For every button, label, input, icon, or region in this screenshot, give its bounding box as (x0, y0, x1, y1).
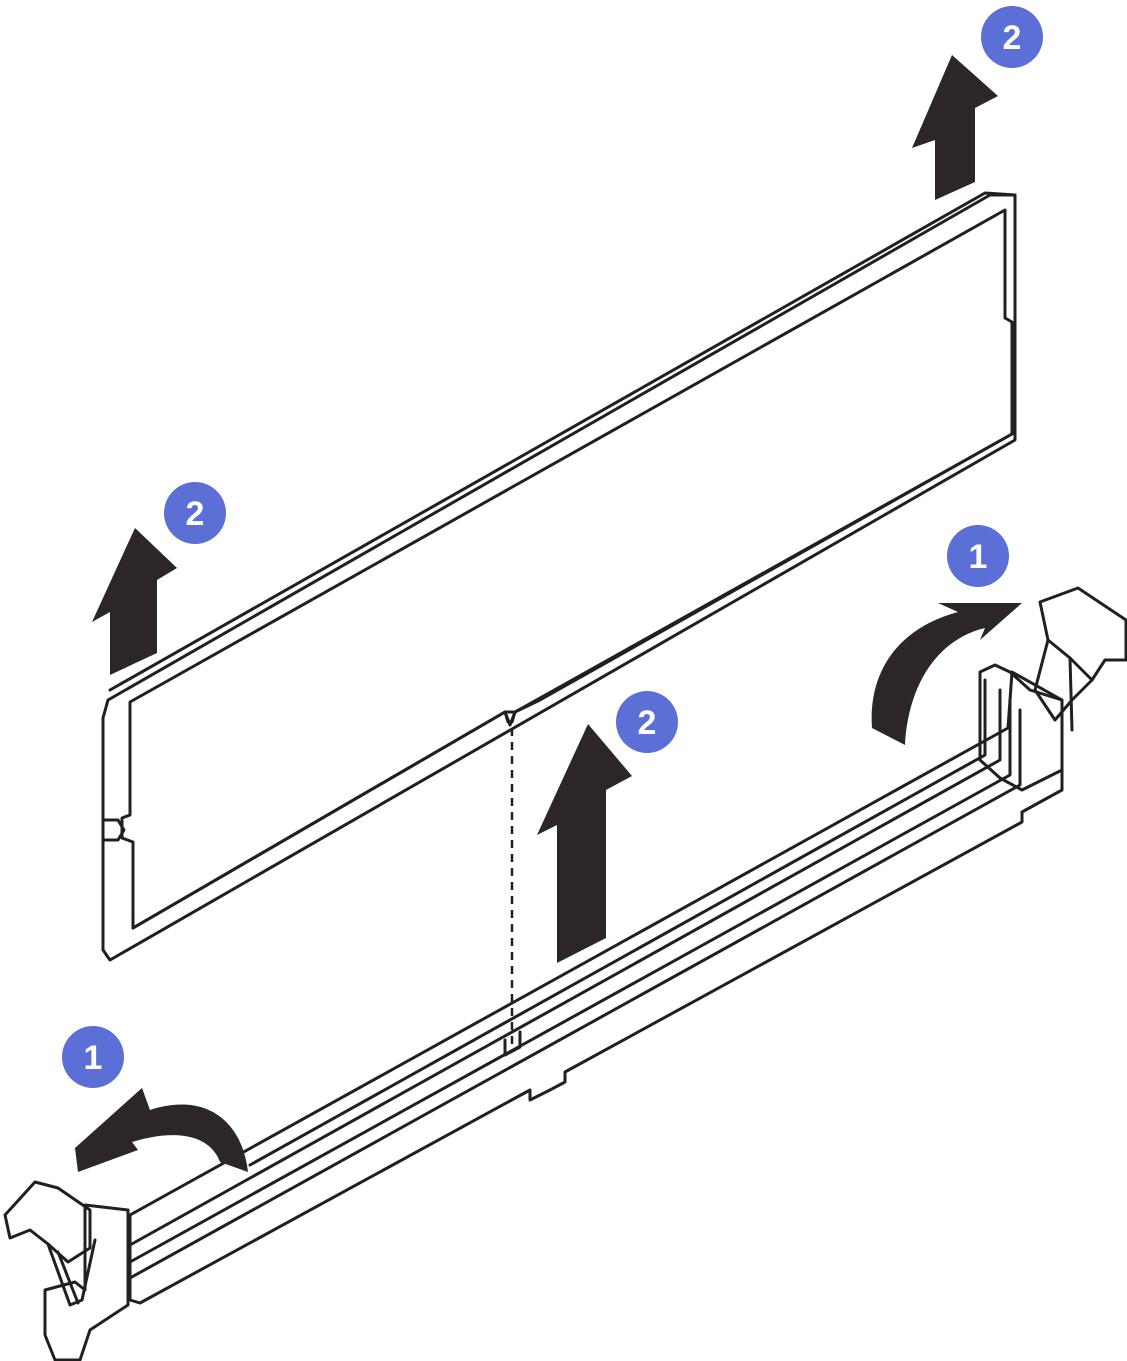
callout-2-top: 2 (981, 6, 1043, 68)
slot-groove-mid (128, 698, 1012, 1264)
module-top-edge (108, 191, 1017, 692)
callout-2-left-label: 2 (186, 495, 205, 533)
callout-1-right: 1 (947, 525, 1009, 587)
callout-2-left: 2 (164, 482, 226, 544)
module-side-notch (101, 818, 126, 842)
memory-module (101, 191, 1017, 962)
module-contact-line (131, 432, 1014, 930)
rotate-arrow-left (75, 1088, 248, 1172)
slot-groove-low (128, 708, 1022, 1280)
left-latch-arm-inner (56, 1250, 80, 1305)
right-latch-arm-2 (1068, 656, 1074, 732)
callout-2-center-label: 2 (638, 704, 657, 742)
lift-arrow-top (912, 55, 998, 200)
module-key-notch (503, 710, 517, 724)
rotate-arrow-right (871, 603, 1022, 745)
callout-2-top-label: 2 (1003, 19, 1022, 57)
lift-arrow-center (537, 724, 632, 963)
callout-1-left: 1 (62, 1026, 124, 1088)
callout-1-right-label: 1 (969, 538, 988, 576)
lift-arrow-left (92, 528, 177, 675)
left-latch-arm (46, 1238, 97, 1307)
callout-1-left-label: 1 (84, 1039, 103, 1077)
slot-right-end (978, 663, 1064, 792)
left-latch (3, 1180, 92, 1264)
memory-slot (3, 586, 1127, 1361)
right-latch-arm (1033, 638, 1094, 722)
callout-2-center: 2 (616, 691, 678, 753)
right-latch (1038, 586, 1127, 682)
slot-inner-edge (248, 678, 987, 1167)
slot-groove-top (128, 688, 1002, 1247)
slot-left-end (43, 1203, 130, 1361)
